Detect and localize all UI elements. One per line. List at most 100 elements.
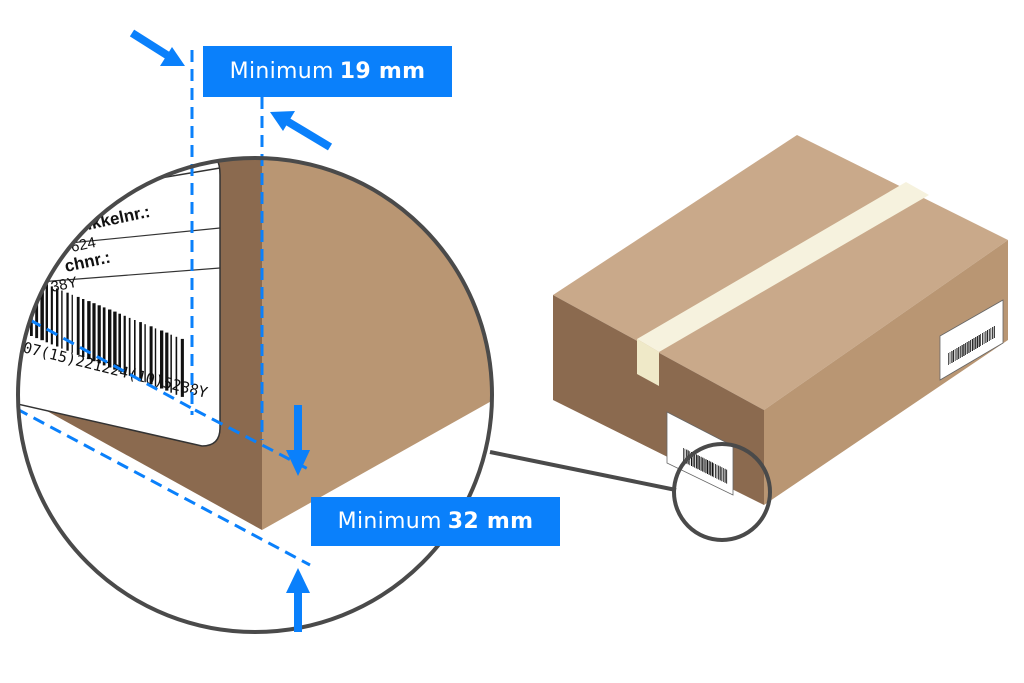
magnifier-circle-icon: [672, 442, 772, 542]
barcode-bar: [971, 339, 973, 351]
barcode-bar: [708, 460, 710, 475]
barcode-bar: [713, 463, 715, 478]
barcode-bar: [694, 453, 695, 468]
barcode-bar: [118, 313, 121, 372]
barcode-bar: [40, 282, 44, 341]
arrow-icon: [129, 29, 185, 66]
barcode-bar: [987, 330, 988, 342]
barcode-bar: [66, 292, 69, 351]
barcode-bar: [703, 458, 705, 473]
tape-front: [637, 339, 659, 386]
barcode-bar: [123, 315, 126, 374]
callout-prefix: Minimum: [229, 59, 334, 84]
zoom-view: ikkelnr.: 624 chnr.: 38Y 07(15)221224(10…: [18, 158, 492, 632]
barcode-bar: [695, 454, 697, 469]
barcode-bar: [87, 301, 91, 360]
tape: [637, 182, 929, 352]
barcode-bar: [959, 346, 961, 358]
barcode-bar: [699, 456, 700, 470]
arrow-icon: [270, 111, 333, 151]
barcode-bar: [705, 459, 707, 474]
barcode-bar: [144, 324, 146, 383]
barcode-bar: [56, 288, 59, 347]
barcode-bar: [113, 311, 117, 370]
barcode-bar: [139, 322, 142, 381]
barcode-icon: [948, 326, 995, 365]
barcode-bar: [160, 330, 164, 389]
barcode-bar: [692, 452, 694, 467]
barcode-bar: [993, 326, 995, 338]
barcode-bar: [982, 333, 983, 345]
barcode-bar: [954, 349, 956, 361]
barcode-bar: [175, 336, 178, 395]
barcode-bar: [180, 338, 184, 397]
box-side: [764, 240, 1008, 505]
barcode-bar: [715, 464, 716, 478]
barcode-bar: [154, 328, 157, 387]
measurement-guides: [18, 318, 311, 567]
barcode-bar: [966, 342, 968, 354]
barcode-bar: [711, 462, 713, 477]
callout-value: 32 mm: [447, 509, 534, 534]
barcode-bar: [970, 340, 971, 352]
barcode-bar: [82, 299, 85, 357]
barcode-bar: [683, 448, 684, 462]
barcode-bar: [949, 352, 951, 364]
barcode-bar: [958, 347, 960, 359]
barcode-bar: [61, 290, 63, 349]
barcode-bar: [707, 460, 708, 474]
barcode-bar: [50, 286, 53, 345]
barcode-bar: [719, 466, 721, 481]
barcode-bar: [953, 350, 954, 362]
min-19mm-callout: Minimum 19 mm: [203, 46, 452, 97]
vertical-guides: [190, 50, 264, 440]
barcode-bar: [965, 343, 966, 355]
barcode-bar: [128, 317, 131, 376]
barcode-bar: [956, 348, 958, 360]
barcode-bar: [968, 341, 970, 353]
barcode-bar: [988, 329, 990, 341]
barcode-bar: [980, 334, 981, 346]
barcode-bar: [76, 296, 80, 355]
callout-value: 19 mm: [339, 59, 426, 84]
barcode-bar: [948, 353, 949, 365]
barcode-bar: [976, 336, 978, 348]
label-icon: [666, 411, 734, 496]
barcode-bar: [963, 344, 965, 356]
min-32mm-callout: Minimum 32 mm: [311, 497, 560, 546]
barcode-bar: [700, 456, 702, 471]
barcode-bar: [71, 294, 73, 353]
barcode-bar: [97, 305, 101, 364]
arrow-icon: [286, 568, 310, 632]
barcode-bar: [35, 280, 39, 339]
barcode-bar: [165, 332, 169, 391]
connector-line: [489, 450, 677, 492]
barcode-bar: [726, 469, 728, 484]
barcode-bar: [978, 335, 980, 347]
barcode-bar: [691, 452, 692, 466]
barcode-bar: [170, 334, 172, 393]
callout-prefix: Minimum: [337, 509, 442, 534]
barcode-bar: [983, 332, 985, 344]
barcode-icon: [683, 448, 728, 484]
barcode-bar: [134, 320, 136, 378]
arrow-icon: [286, 405, 310, 476]
barcode-bar: [990, 328, 992, 340]
barcode-bar: [973, 338, 975, 350]
barcode-bar: [108, 309, 112, 368]
shipping-label-zoom: ikkelnr.: 624 chnr.: 38Y 07(15)221224(10…: [18, 158, 221, 447]
barcode-bar: [45, 284, 48, 343]
barcode-bar: [102, 307, 106, 366]
barcode-bar: [716, 464, 718, 479]
barcode-bar: [718, 465, 720, 480]
barcode-bar: [723, 468, 724, 482]
barcode-bar: [724, 468, 726, 483]
barcode-bar: [684, 448, 686, 463]
cardboard-box: [553, 135, 1008, 505]
barcode-bar: [961, 345, 963, 357]
barcode-bar: [985, 331, 987, 343]
label-icon: [939, 299, 1004, 381]
barcode-bar: [710, 461, 712, 476]
barcode-bar: [992, 327, 994, 339]
